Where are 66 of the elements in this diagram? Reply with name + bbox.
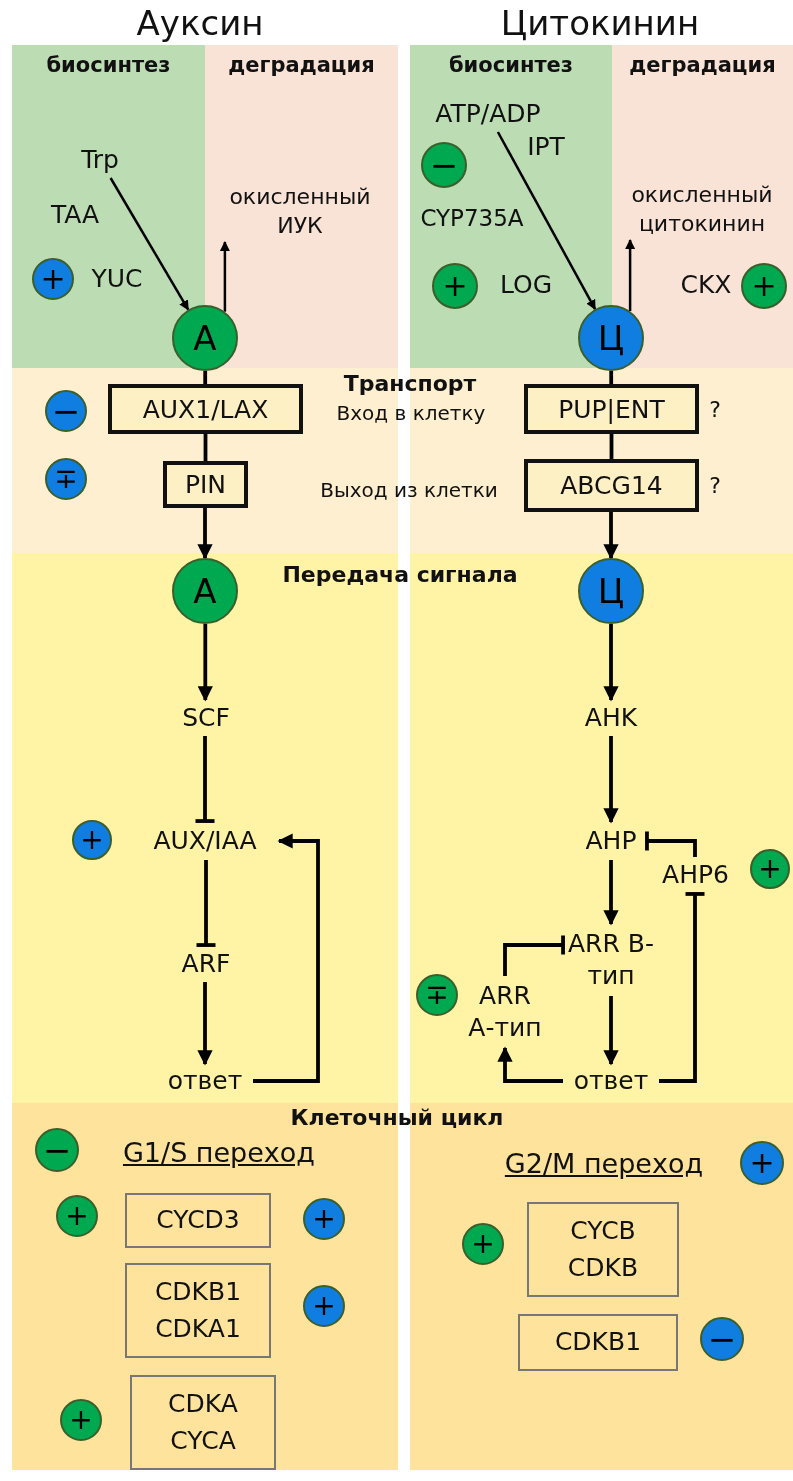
- column-title: Ауксин: [135, 1, 265, 45]
- node-label: ответ: [563, 1064, 659, 1098]
- arrow: [109, 177, 190, 311]
- arrow: [603, 736, 619, 824]
- text-label: LOG: [498, 268, 554, 301]
- arrow: [603, 996, 619, 1066]
- question-mark: ?: [708, 395, 722, 424]
- transporter-box: ABCG14: [524, 459, 699, 512]
- protein-box: CDKB1 CDKA1: [125, 1263, 271, 1358]
- text-label: G1/S переход: [121, 1135, 317, 1170]
- text-label: Выход из клетки: [319, 477, 499, 504]
- node-label: окисленный цитокинин: [614, 180, 790, 240]
- arrow: [197, 982, 213, 1066]
- connector-line: [203, 371, 208, 384]
- node-label: SCF: [168, 700, 244, 736]
- connector-line: [609, 371, 614, 384]
- connector-line: [609, 434, 614, 459]
- section-title: Транспорт: [342, 369, 478, 398]
- text-label: CKX: [679, 268, 733, 301]
- arrow: [497, 1046, 563, 1083]
- text-label: Вход в клетку: [335, 400, 487, 427]
- section-heading: биосинтез: [447, 53, 575, 77]
- arrow: [219, 241, 230, 312]
- arrow: [197, 508, 213, 560]
- sign-circle: +: [432, 263, 478, 309]
- question-mark: ?: [708, 472, 722, 500]
- node-label: ATP/ADP: [418, 96, 558, 132]
- arrow: [197, 624, 213, 702]
- text-label: IPT: [526, 130, 566, 163]
- arrow: [496, 131, 597, 310]
- node-label: окисленный ИУК: [210, 182, 390, 242]
- text-label: TAA: [49, 198, 101, 231]
- node-label: ARR В-тип: [564, 924, 658, 996]
- transporter-box: AUX1/LAX: [108, 384, 303, 434]
- arrow: [603, 624, 619, 702]
- protein-box: CYCD3: [125, 1193, 271, 1248]
- text-label: G2/M переход: [503, 1146, 705, 1181]
- node-label: Trp: [70, 142, 130, 178]
- arrow: [603, 512, 619, 560]
- node-label: AHP: [576, 822, 646, 860]
- protein-box: CDKA CYCA: [130, 1375, 276, 1470]
- arrow: [603, 860, 619, 926]
- transporter-box: PUP|ENT: [524, 384, 699, 434]
- section-heading: деградация: [628, 53, 777, 77]
- node-label: AHP6: [648, 857, 743, 893]
- node-label: AHK: [573, 700, 649, 736]
- text-label: CYP735A: [419, 204, 525, 233]
- node-label: ответ: [157, 1064, 253, 1098]
- section-heading: биосинтез: [45, 53, 172, 77]
- sign-circle: +: [32, 258, 74, 300]
- arrow: [625, 239, 636, 312]
- column-title: Цитокинин: [499, 1, 701, 45]
- node-label: ARF: [168, 946, 244, 982]
- sign-circle: +: [741, 263, 787, 309]
- section-heading: деградация: [227, 53, 376, 77]
- connector-line: [203, 434, 208, 461]
- sign-circle: −: [421, 142, 467, 188]
- text-label: YUC: [90, 262, 144, 295]
- section-title: Клеточный цикл: [289, 1103, 505, 1132]
- protein-box: CYCB CDKB: [527, 1202, 679, 1297]
- node-label: ARR А-тип: [459, 976, 551, 1048]
- arrow: [253, 833, 320, 1083]
- section-title: Передача сигнала: [281, 560, 519, 589]
- protein-box: CDKB1: [518, 1314, 678, 1371]
- node-label: AUX/IAA: [131, 822, 279, 860]
- transporter-box: PIN: [163, 461, 248, 508]
